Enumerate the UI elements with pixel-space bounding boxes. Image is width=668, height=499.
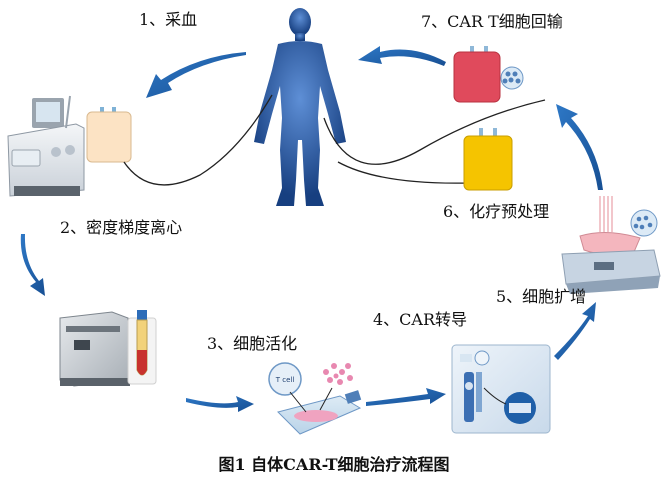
- human-body-icon: [254, 8, 346, 206]
- step-1-label: 1、采血: [139, 10, 198, 29]
- blood-tube-lines: [123, 94, 546, 186]
- car-t-bag-red-icon: [453, 46, 524, 103]
- process-arrows: [20, 46, 603, 412]
- car-transduction-panel-icon: [451, 344, 551, 434]
- figure-caption: 图1 自体CAR-T细胞治疗流程图: [218, 455, 450, 474]
- arrow-1-collect: [146, 52, 246, 98]
- arrow-2-down: [20, 234, 45, 296]
- step-6-label: 6、化疗预处理: [443, 202, 550, 221]
- step-5-label: 5、细胞扩增: [496, 287, 587, 306]
- arrow-6-up: [556, 104, 603, 190]
- arrow-7-left: [358, 46, 446, 66]
- step-3-label: 3、细胞活化: [207, 334, 298, 353]
- arrow-4-right: [366, 388, 446, 406]
- t-cell-badge: T cell: [275, 376, 295, 384]
- blood-bag-peach-icon: [86, 107, 132, 163]
- apheresis-machine-icon: [7, 95, 85, 197]
- arrow-3-right: [186, 396, 254, 412]
- step-2-label: 2、密度梯度离心: [60, 218, 183, 237]
- step-4-label: 4、CAR转导: [373, 310, 468, 329]
- chemo-bag-yellow-icon: [463, 128, 513, 191]
- arrow-5-up: [554, 302, 596, 360]
- centrifuge-icon: [59, 310, 157, 387]
- cell-activation-flask-icon: [268, 362, 362, 435]
- cell-expansion-scale-icon: [561, 196, 661, 294]
- step-7-label: 7、CAR T细胞回输: [421, 12, 563, 31]
